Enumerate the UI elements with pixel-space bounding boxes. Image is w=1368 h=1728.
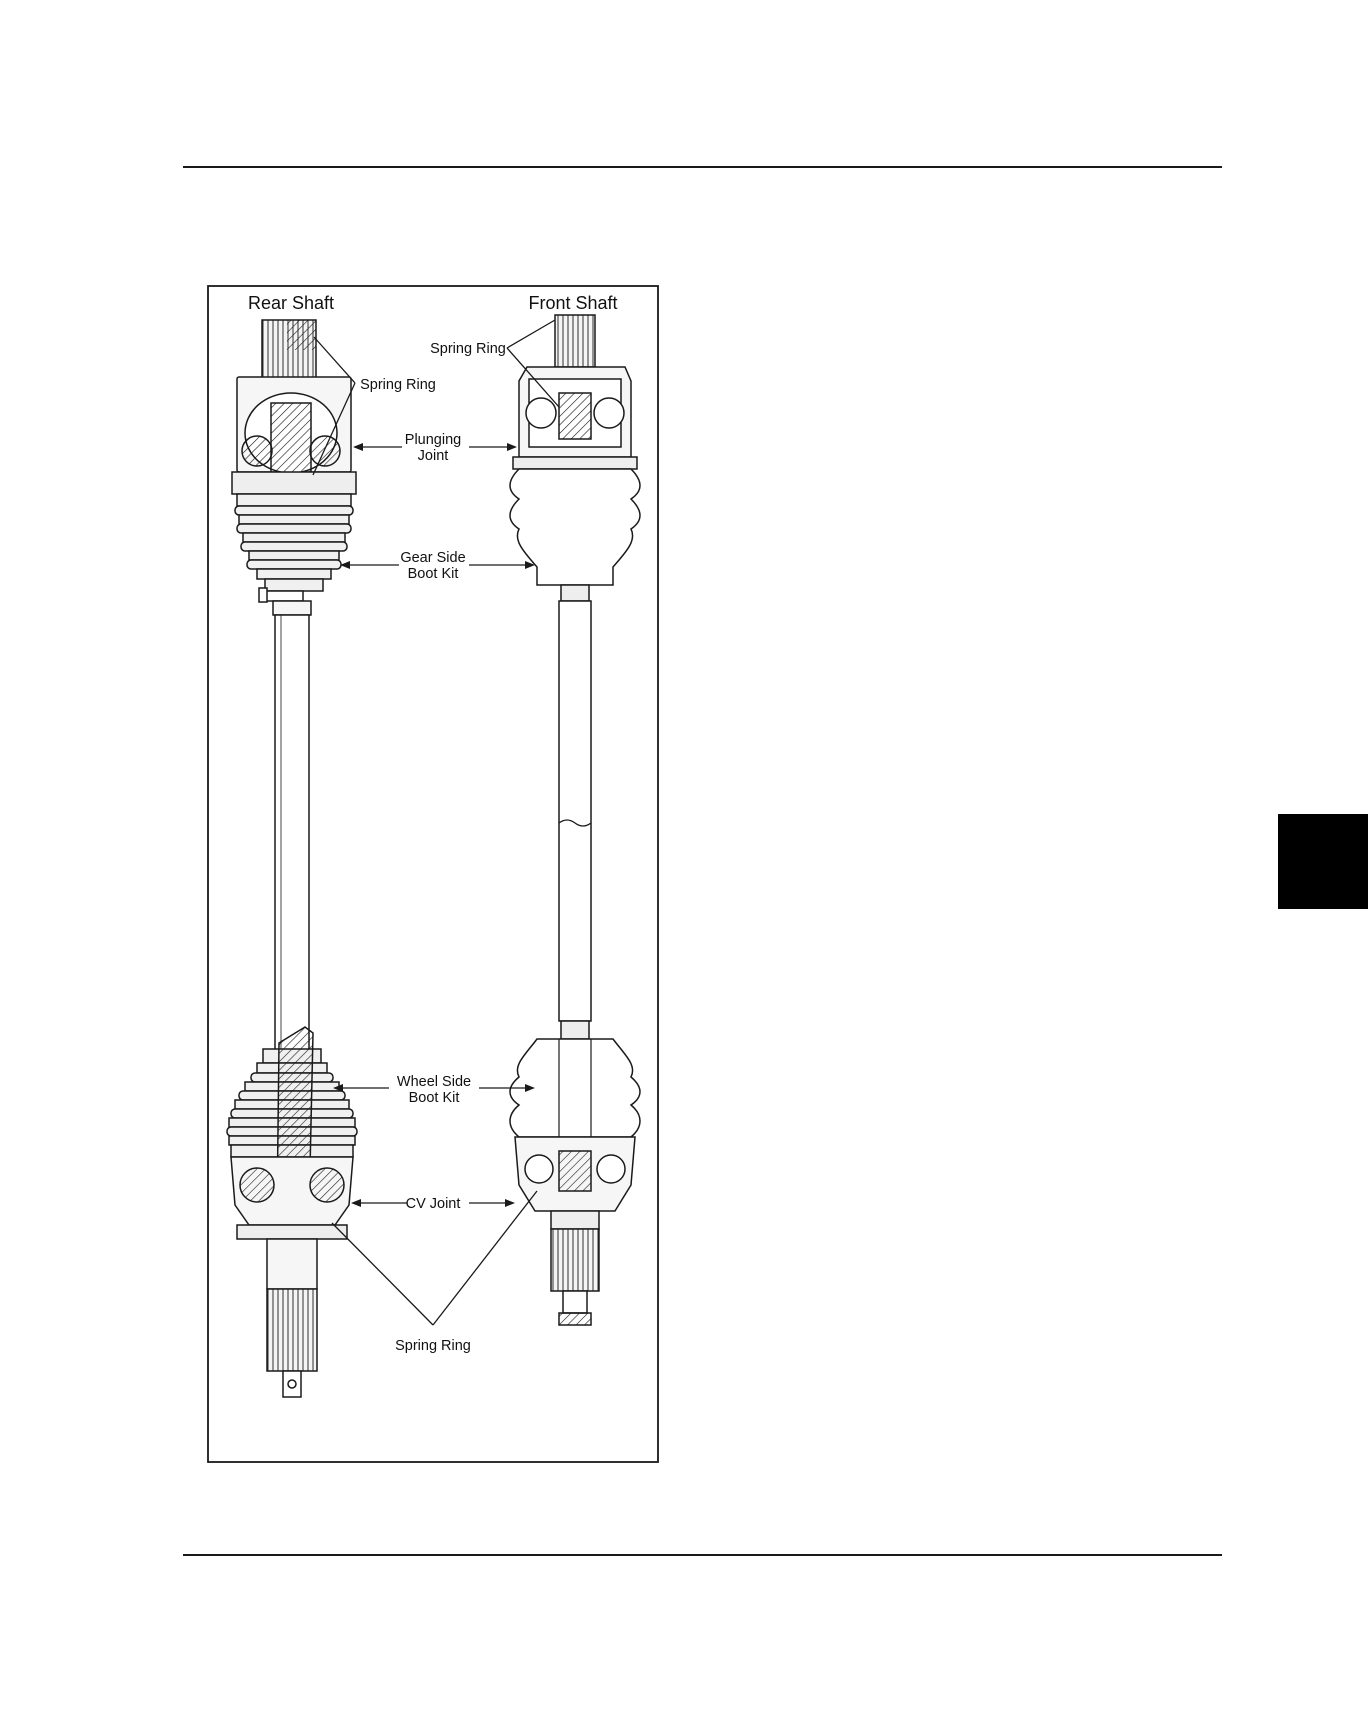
front-shaft-bar [559, 601, 591, 1021]
rear-bottom-spline [267, 1289, 317, 1371]
footer-rule [183, 1554, 1222, 1556]
label-plunging-joint-line2: Joint [418, 448, 449, 464]
rear-boot-clamp-top [232, 472, 356, 494]
label-wheel-side-line2: Boot Kit [409, 1090, 460, 1106]
rear-shaft-title: Rear Shaft [248, 293, 334, 313]
header-rule [183, 166, 1222, 168]
rear-bottom-stub [267, 1239, 317, 1289]
drive-shaft-diagram: Rear Shaft Front Shaft [207, 285, 659, 1463]
chapter-tab [1278, 814, 1368, 909]
label-gear-side-line2: Boot Kit [408, 566, 459, 582]
label-wheel-side-line1: Wheel Side [397, 1074, 471, 1090]
label-gear-side-line1: Gear Side [400, 550, 465, 566]
drive-shaft-figure: Rear Shaft Front Shaft [207, 285, 659, 1463]
label-cv-joint: CV Joint [406, 1196, 461, 1212]
label-spring-ring-front-top: Spring Ring [430, 341, 506, 357]
label-plunging-joint-line1: Plunging [405, 432, 461, 448]
front-top-spline [555, 315, 595, 367]
rear-plunging-joint-spider [271, 403, 311, 475]
label-spring-ring-rear-top: Spring Ring [360, 377, 436, 393]
front-shaft-title: Front Shaft [528, 293, 617, 313]
label-spring-ring-bottom: Spring Ring [395, 1338, 471, 1354]
front-bottom-spline [551, 1229, 599, 1291]
front-plunging-joint-spider [559, 393, 591, 439]
